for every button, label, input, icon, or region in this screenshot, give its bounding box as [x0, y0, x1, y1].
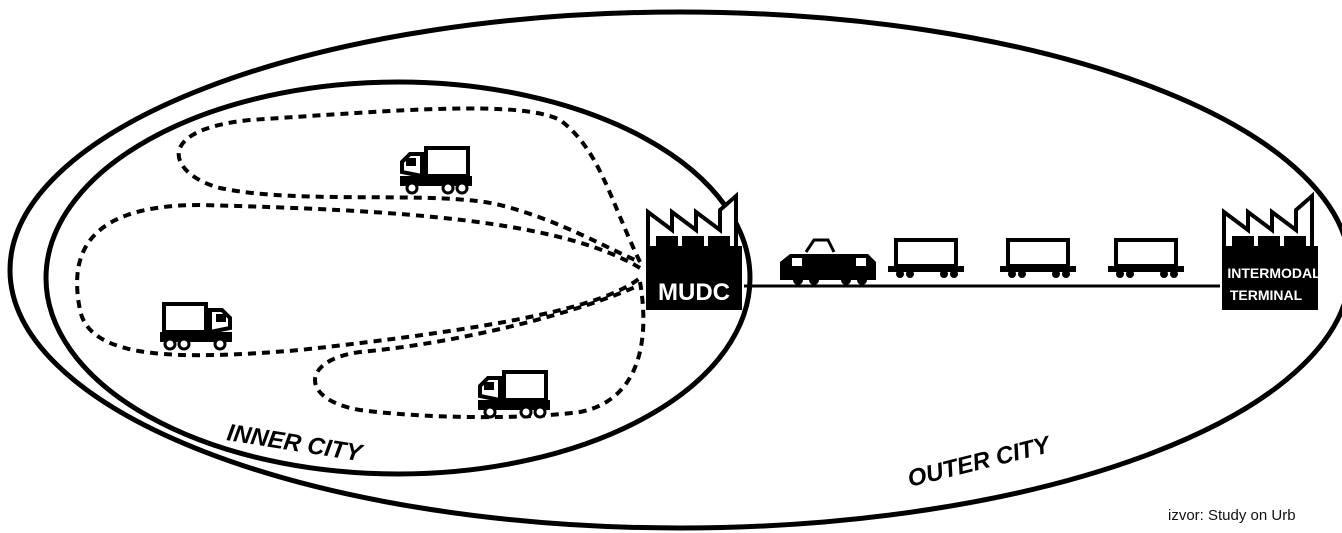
intermodal-label-line1: INTERMODAL — [1227, 265, 1321, 281]
truck-icon — [400, 148, 472, 193]
mudc-factory-icon: MUDC — [646, 196, 742, 310]
outer-city-label: OUTER CITY — [905, 431, 1054, 493]
intermodal-terminal-icon: INTERMODAL TERMINAL — [1222, 196, 1321, 310]
source-caption: izvor: Study on Urb — [1168, 507, 1296, 524]
delivery-routes — [77, 108, 643, 417]
truck-icon — [478, 372, 550, 417]
mudc-label: MUDC — [658, 279, 730, 306]
inner-city-label: INNER CITY — [225, 419, 366, 467]
wagon-icon — [1000, 240, 1076, 278]
wagon-icon — [888, 240, 964, 278]
intermodal-label-line2: TERMINAL — [1230, 287, 1303, 303]
locomotive-icon — [780, 240, 876, 285]
truck-icon — [160, 304, 232, 349]
wagon-icon — [1108, 240, 1184, 278]
